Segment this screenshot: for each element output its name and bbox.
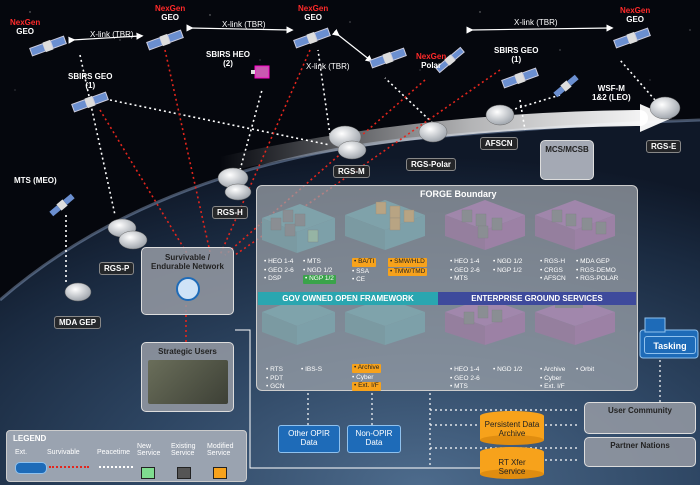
rt-xfer-label: RT Xfer Service: [498, 458, 526, 476]
afscn-label: AFSCN: [480, 137, 518, 150]
globe-icon: [175, 277, 200, 301]
persistent-archive-label: Persistent Data Archive: [484, 420, 540, 438]
mts-meo-label: MTS (MEO): [14, 176, 57, 185]
non-opir-data-box: Non-OPIR Data: [347, 425, 401, 453]
cell-bottom-4-b: • Orbit: [576, 366, 595, 373]
other-opir-data-box: Other OPIR Data: [278, 425, 340, 453]
mda-gep-label: MDA GEP: [54, 316, 102, 329]
rgs-p-label: RGS-P: [99, 262, 135, 275]
cell-bottom-3-b: • NGD 1/2: [493, 366, 523, 373]
enterprise-ground-band: ENTERPRISE GROUND SERVICES: [438, 292, 636, 305]
cell-bottom-2: • Archive• Cyber• Ext. I/F: [352, 364, 382, 391]
satellite-icons: [29, 27, 651, 217]
legend-new-swatch: [141, 467, 155, 479]
cell-top-1-a: • HEO 1-4• GEO 2-6• DSP: [264, 258, 294, 282]
partner-nations-panel: Partner Nations: [584, 437, 696, 467]
archive-cylinders: [480, 411, 544, 479]
legend-ext-swatch: [15, 462, 47, 474]
cell-bottom-3-a: • HEO 1-4• GEO 2-6• MTS: [450, 366, 480, 390]
rgs-polar-label: RGS-Polar: [406, 158, 457, 171]
xlink-label-2: X-link (TBR): [222, 20, 266, 29]
forge-boundary-box: [256, 185, 638, 391]
cell-top-4-a: • RGS-H• CRGS• AFSCN: [540, 258, 566, 282]
cell-bottom-1-b: • IBS-S: [301, 366, 323, 373]
user-community-panel: User Community: [584, 402, 696, 434]
legend-title: LEGEND: [13, 434, 47, 443]
xlink-label-1: X-link (TBR): [90, 30, 134, 39]
sbirs-geo-left-label: SBIRS GEO(1): [68, 72, 113, 90]
legend-peacetime-line: [99, 466, 133, 468]
legend-new-service: New Service: [137, 443, 161, 457]
rgs-h-label: RGS-H: [212, 206, 248, 219]
legend-peacetime: Peacetime: [97, 449, 131, 456]
sbirs-heo-label: SBIRS HEO(2): [206, 50, 251, 68]
cell-top-2-b: • SMW/HLD• TMW/TMD: [388, 258, 428, 276]
xlink-label-3: X-link (TBR): [306, 62, 350, 71]
rgs-e-label: RGS-E: [646, 140, 682, 153]
sbirs-geo-right-label: SBIRS GEO(1): [494, 46, 539, 64]
legend-survivable-line: [49, 466, 89, 468]
legend-ext: Ext.: [15, 449, 28, 456]
strategic-users-panel: Strategic Users: [141, 342, 234, 412]
mcs-panel: MCS/MCSB: [540, 140, 594, 180]
cell-bottom-1-a: • RTS• PDT• GCN: [266, 366, 285, 390]
cell-top-4-b: • MDA GEP• RGS-DEMO• RGS-POLAR: [576, 258, 619, 282]
cell-top-3-a: • HEO 1-4• GEO 2-6• MTS: [450, 258, 480, 282]
xlink-label-4: X-link (TBR): [514, 18, 558, 27]
cell-top-1-b: • MTS• NGD 1/2• NGP 1/2: [303, 258, 336, 284]
legend: LEGEND Ext. Survivable Peacetime New Ser…: [6, 430, 247, 482]
cell-bottom-4-a: • Archive• Cyber• Ext. I/F: [540, 366, 566, 390]
rgs-m-label: RGS-M: [333, 165, 370, 178]
ground-dish-icons: [64, 96, 681, 302]
legend-modified-swatch: [213, 467, 227, 479]
cell-top-2-a: • BA/TI• SSA• CE: [352, 258, 377, 283]
tasking-box: Tasking: [644, 336, 696, 354]
survivable-network-panel: Survivable / Endurable Network: [141, 247, 234, 315]
cell-top-3-b: • NGD 1/2• NGP 1/2: [493, 258, 523, 274]
forge-title: FORGE Boundary: [420, 189, 497, 199]
legend-modified-service: Modified Service: [207, 443, 234, 457]
legend-survivable: Survivable: [47, 449, 80, 456]
strategic-users-photo: [147, 360, 228, 404]
gov-owned-band: GOV OWNED OPEN FRAMEWORK: [258, 292, 438, 305]
legend-existing-service: Existing Service: [171, 443, 196, 457]
legend-existing-swatch: [177, 467, 191, 479]
